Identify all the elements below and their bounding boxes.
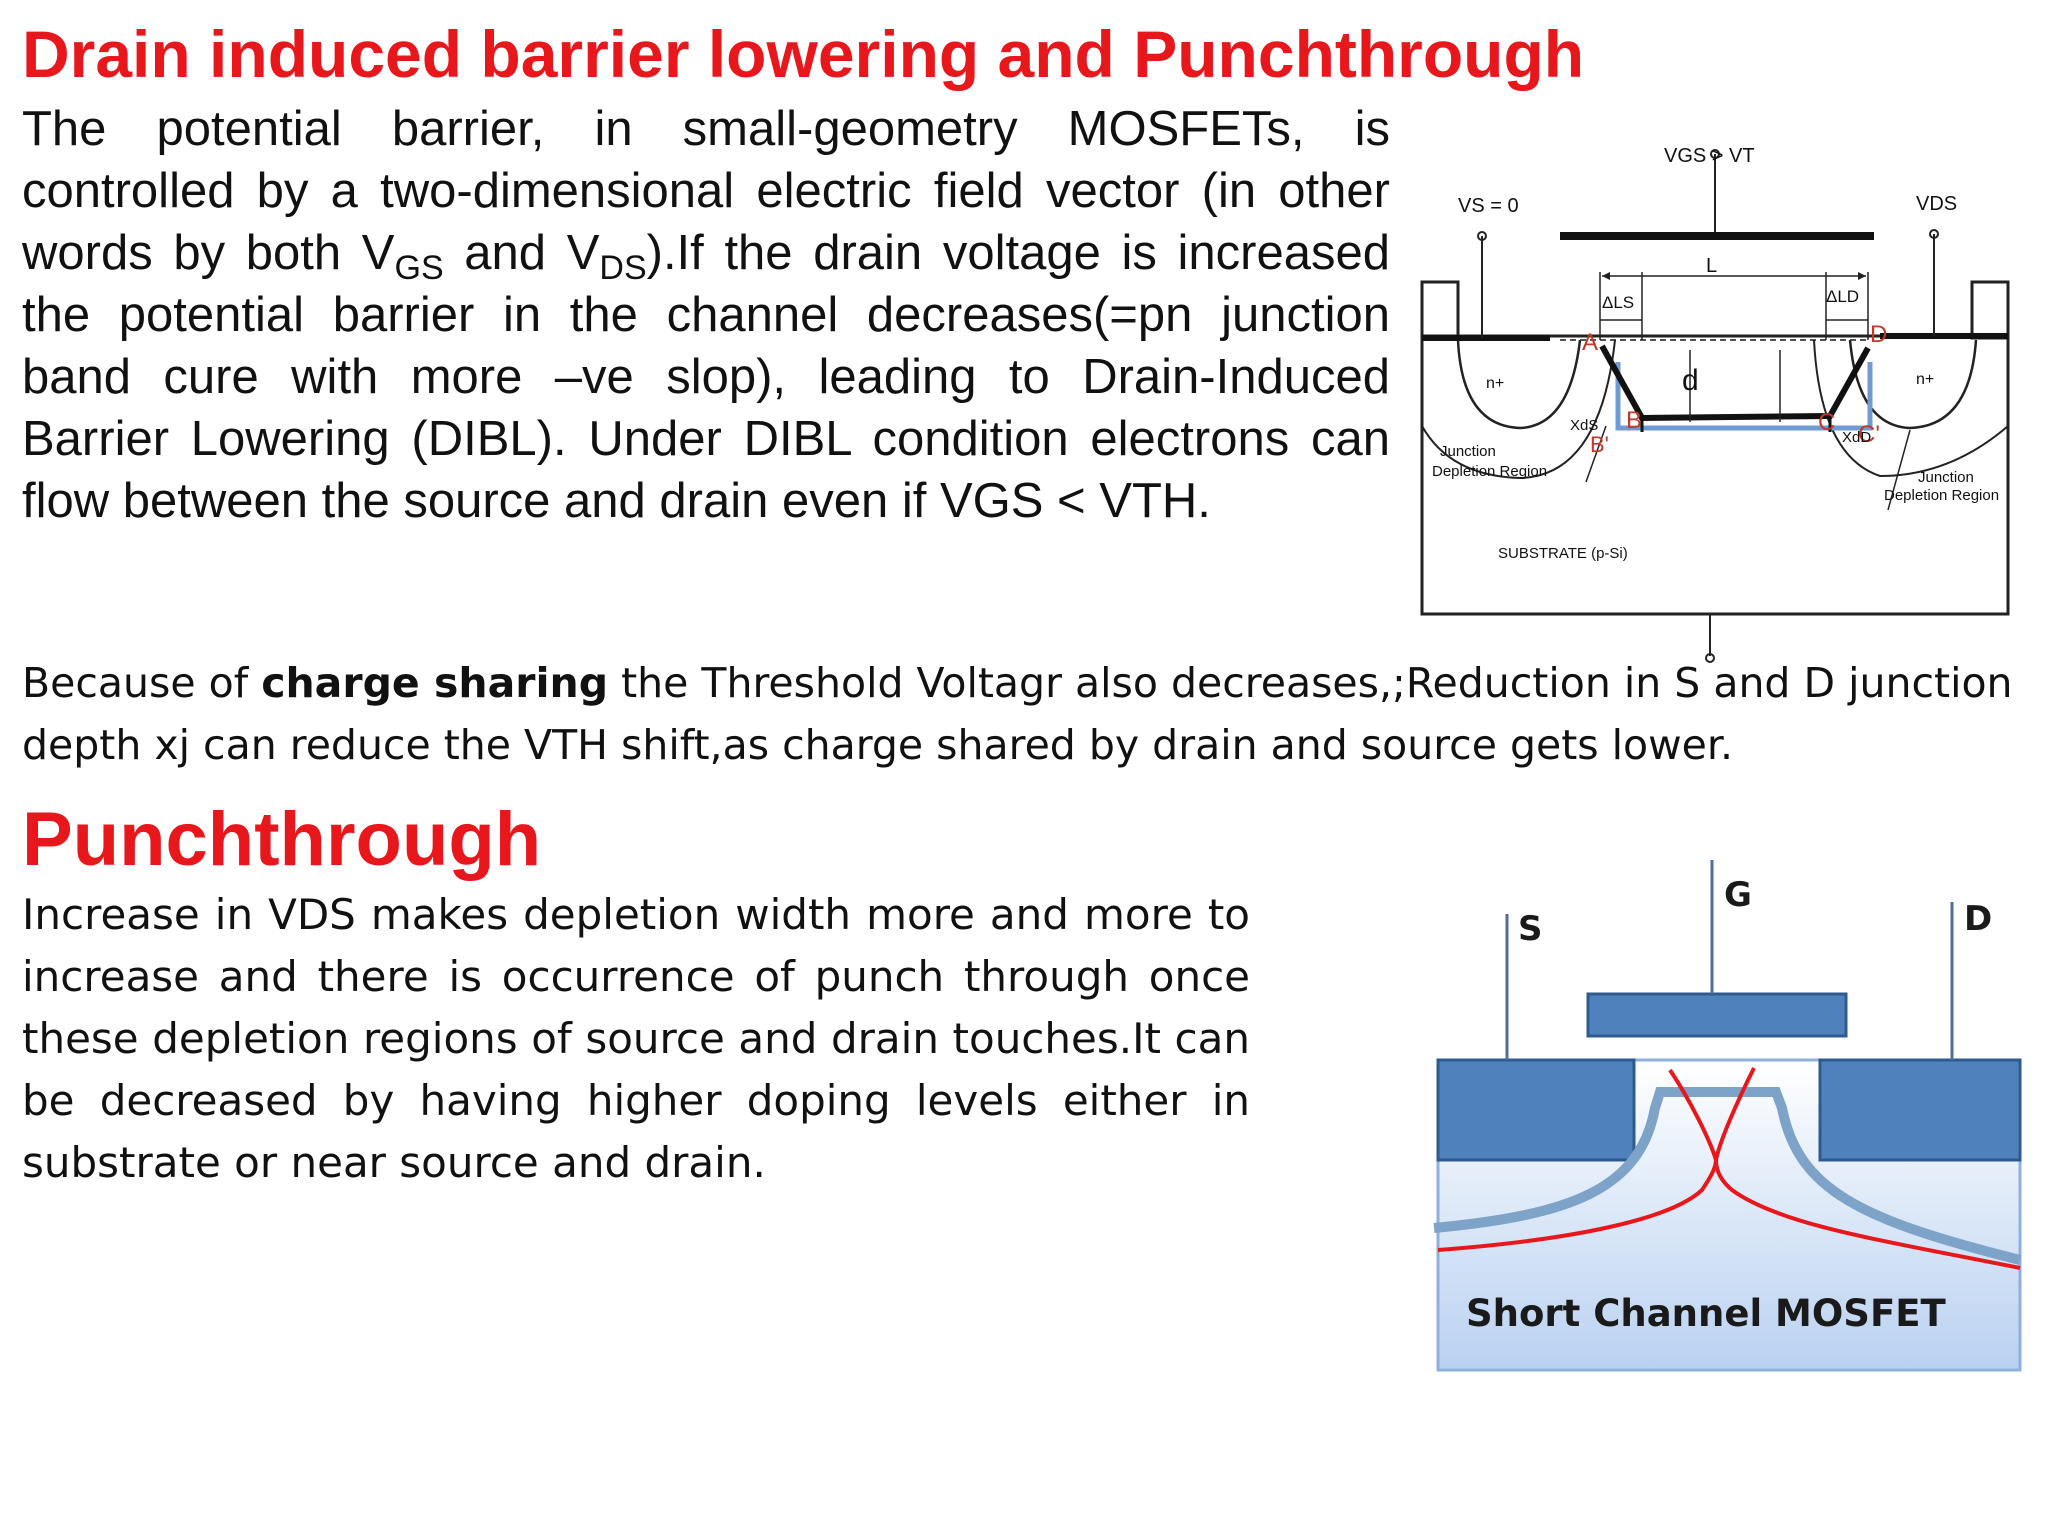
point-b-label: B	[1626, 407, 1642, 434]
point-b-prime-label: B'	[1590, 432, 1609, 457]
length-label: L	[1706, 255, 1717, 277]
drain-well	[1848, 339, 1978, 430]
vds-label: VDS	[1916, 193, 1957, 215]
gate-electrode	[1560, 232, 1874, 240]
delta-ls-label: ΔLS	[1602, 293, 1634, 312]
left-depletion-label: Depletion Region	[1432, 463, 1547, 480]
punchthrough-diagram: S G D Short Channel MOSFET	[1433, 860, 2022, 1372]
diagram-caption: Short Channel MOSFET	[1466, 1292, 1946, 1335]
punchthrough-paragraph: Increase in VDS makes depletion width mo…	[22, 890, 1250, 1187]
charge-sharing-paragraph: Because of charge sharing the Threshold …	[22, 659, 2013, 769]
source-nplus-label: n+	[1486, 375, 1504, 392]
vs-label: VS = 0	[1458, 195, 1519, 217]
depletion-boundary	[1433, 1087, 2022, 1265]
right-depletion-label: Depletion Region	[1884, 487, 1999, 504]
punchthrough-title: Punchthrough	[22, 797, 542, 882]
gate-terminal-label: G	[1724, 875, 1752, 915]
point-a-label: A	[1582, 329, 1598, 356]
gate-block	[1586, 992, 1848, 1038]
vgs-label: VGS > VT	[1664, 145, 1755, 167]
page-title: Drain induced barrier lowering and Punch…	[22, 17, 1585, 91]
drain-terminal-label: D	[1964, 899, 1992, 939]
xdd-label: XdD	[1842, 429, 1871, 446]
dibl-diagram: VGS > VT VS = 0 VDS L ΔLS ΔLD d n+ n+ A …	[1410, 126, 2020, 666]
point-c-prime-label: C'	[1858, 421, 1880, 448]
dibl-paragraph: The potential barrier, in small-geometry…	[22, 102, 1391, 528]
source-region	[1436, 1058, 1636, 1162]
channel-depletion	[1615, 362, 1873, 431]
xds-label: XdS	[1570, 417, 1598, 434]
point-c-label: C	[1818, 409, 1835, 436]
depth-d-label: d	[1682, 364, 1699, 397]
point-d-label: D	[1870, 321, 1887, 348]
source-terminal-label: S	[1518, 909, 1543, 949]
left-junction-label: Junction	[1440, 443, 1496, 460]
right-junction-label: Junction	[1918, 469, 1974, 486]
delta-ld-label: ΔLD	[1826, 287, 1859, 306]
source-well	[1456, 339, 1582, 430]
charge-trapezoid	[1599, 344, 1871, 422]
drain-nplus-label: n+	[1916, 371, 1934, 388]
substrate-label: SUBSTRATE (p-Si)	[1498, 545, 1628, 562]
substrate-outline	[1420, 334, 2010, 616]
drain-region	[1818, 1058, 2022, 1162]
field-line-top	[1668, 1067, 1756, 1161]
